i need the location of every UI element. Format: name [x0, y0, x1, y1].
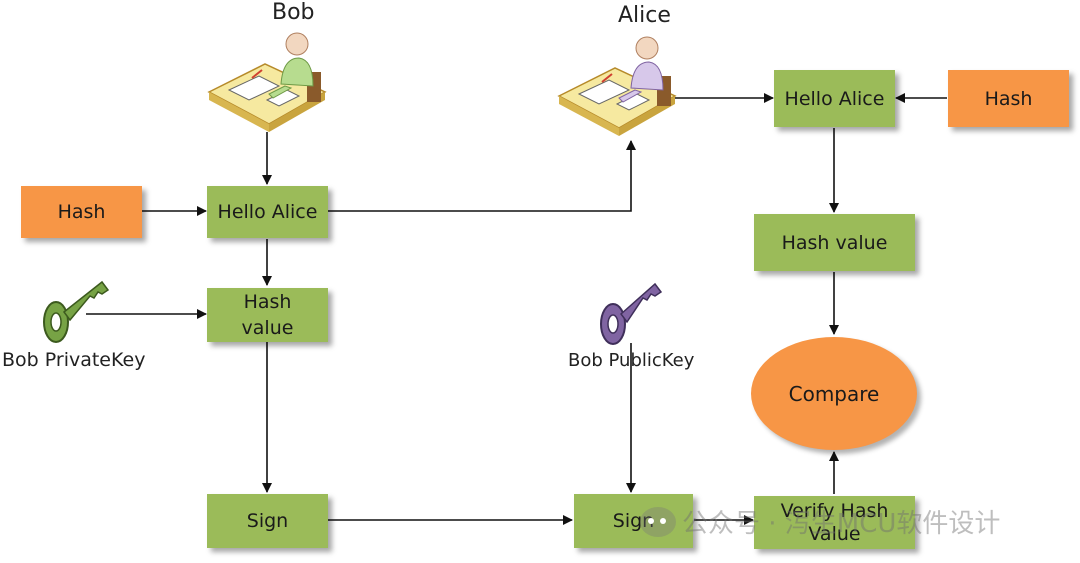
sign-box-alice: Sign — [574, 494, 693, 548]
public-key-label: Bob PublicKey — [568, 350, 695, 371]
private-key-icon — [40, 278, 110, 348]
wechat-icon — [640, 506, 676, 537]
verify-hash-value-box: Verify Hash Value — [754, 496, 915, 549]
compare-ellipse: Compare — [751, 337, 917, 450]
bob-label: Bob — [272, 0, 315, 25]
hash-value-box-alice: Hash value — [754, 214, 915, 271]
hash-box-alice: Hash — [948, 70, 1069, 127]
watermark: 公众号 · 泻生MCU软件设计 — [640, 503, 1000, 540]
sign-box-bob: Sign — [207, 494, 328, 548]
watermark-text: 公众号 · 泻生MCU软件设计 — [682, 509, 1001, 539]
alice-person-icon — [557, 36, 677, 140]
hash-value-box-bob: Hash value — [207, 288, 328, 342]
hash-box-bob: Hash — [21, 186, 142, 238]
arrow-hello-to-alice — [328, 140, 636, 212]
bob-person-icon — [207, 30, 327, 136]
alice-label: Alice — [618, 3, 671, 28]
hello-alice-box-bob: Hello Alice — [207, 186, 328, 238]
hello-alice-box-alice: Hello Alice — [774, 70, 895, 127]
private-key-label: Bob PrivateKey — [2, 349, 146, 371]
public-key-icon — [597, 280, 663, 350]
